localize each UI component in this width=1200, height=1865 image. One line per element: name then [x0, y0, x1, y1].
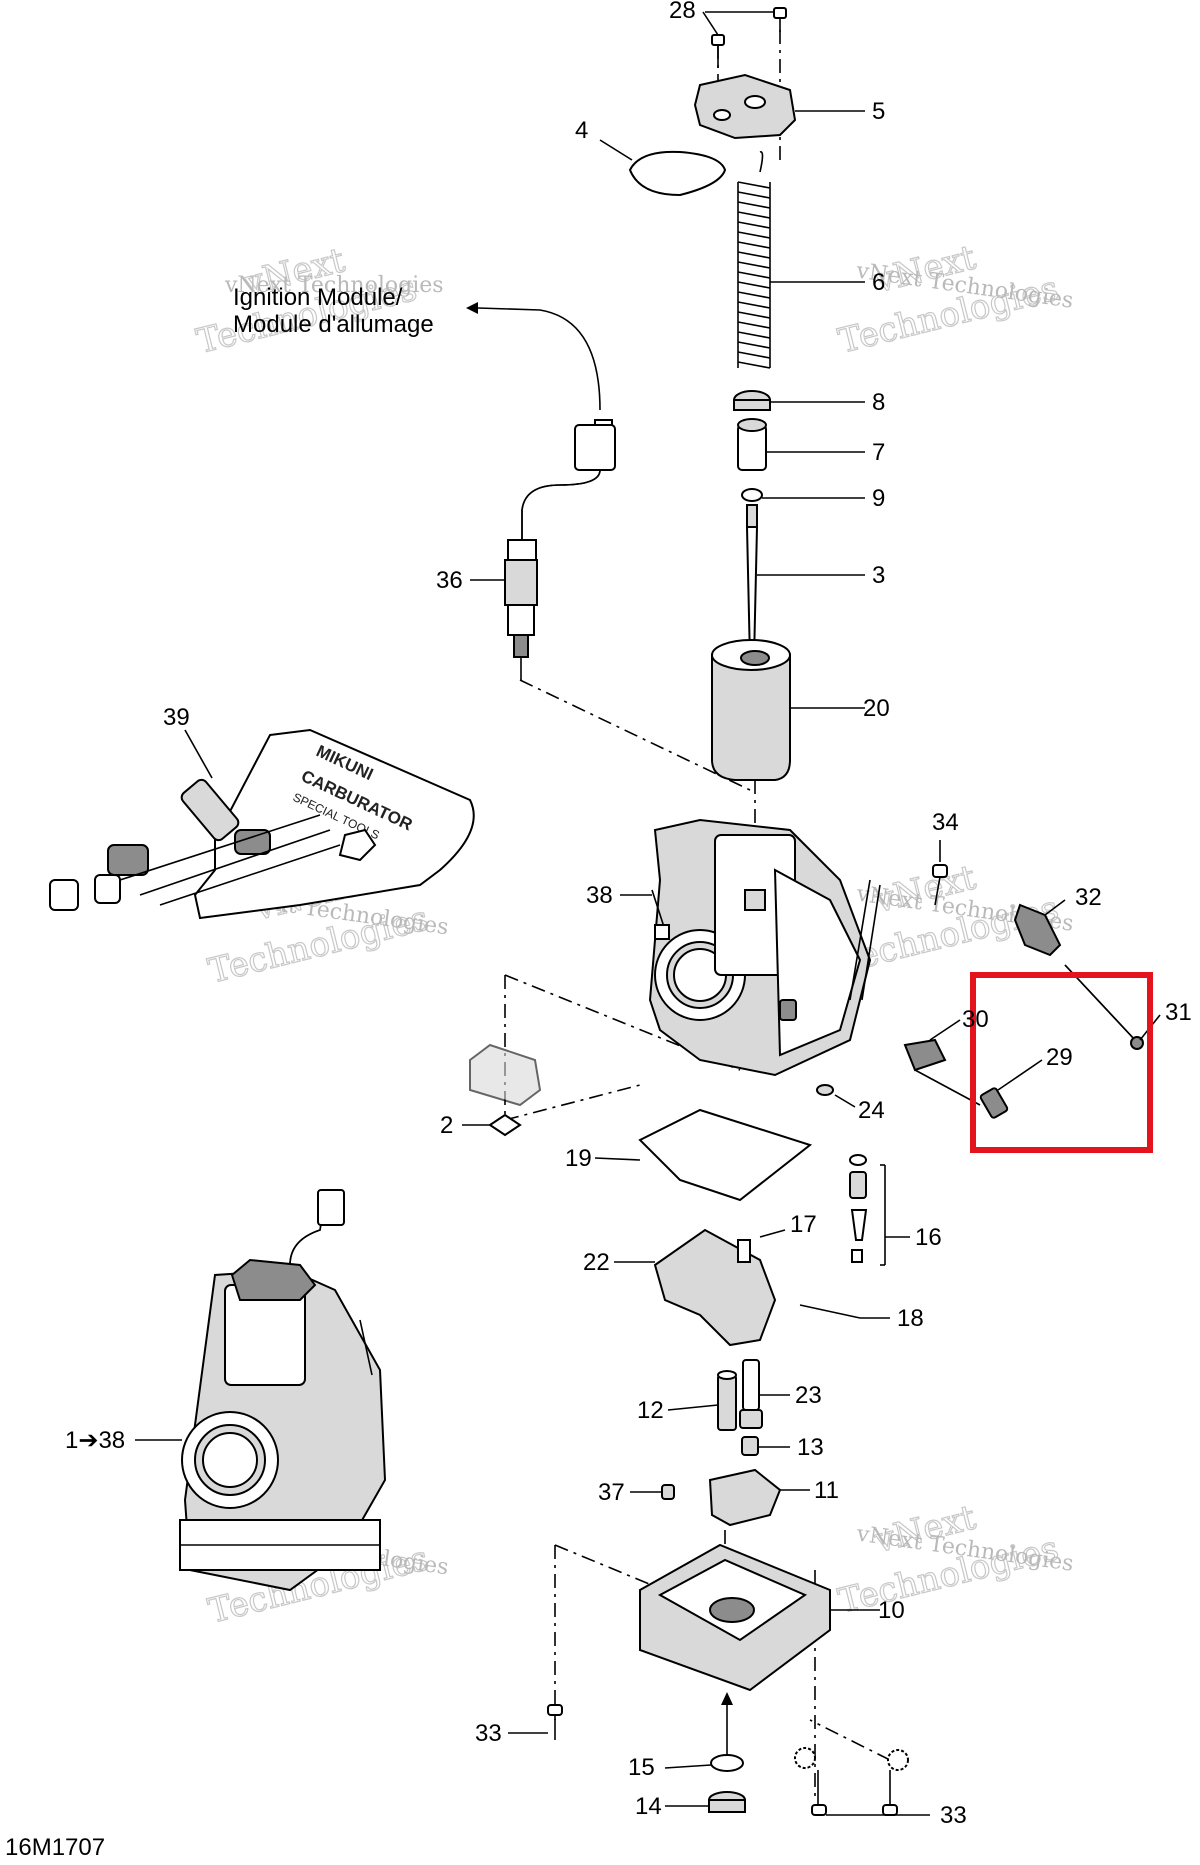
screw-34 [932, 864, 948, 906]
callout-12: 12 [637, 1397, 664, 1424]
jet-13 [741, 1436, 759, 1456]
float-bowl-10 [639, 1543, 831, 1692]
gasket-4 [628, 150, 727, 197]
callout-16: 16 [915, 1224, 942, 1251]
callout-33-left: 33 [475, 1720, 502, 1747]
callout-6: 6 [872, 269, 885, 296]
sensor-36 [504, 419, 616, 680]
retainer-8 [733, 390, 771, 411]
labels: Ignition Module/ Module d'allumage 16M17… [5, 0, 1192, 1861]
plug-14 [708, 1791, 746, 1813]
o-ring-15 [710, 1754, 744, 1772]
callout-5: 5 [872, 98, 885, 125]
screw-33-bottom-b [882, 1749, 909, 1816]
callout-38: 38 [586, 882, 613, 909]
callout-37: 37 [598, 1479, 625, 1506]
callout-2: 2 [440, 1112, 453, 1139]
parts: MIKUNI CARBURATOR SPECIAL TOOLS [49, 7, 1144, 1816]
callout-33-bottom: 33 [940, 1802, 967, 1829]
clip-9 [741, 488, 763, 502]
jet-23 [739, 1359, 763, 1429]
callout-28: 28 [669, 0, 696, 24]
callout-31: 31 [1165, 999, 1192, 1026]
carburetor-body [648, 818, 881, 1077]
spring-6 [737, 180, 771, 370]
callout-29: 29 [1046, 1044, 1073, 1071]
callout-10: 10 [878, 1597, 905, 1624]
screw-33-bottom-a [794, 1747, 827, 1816]
nut-24 [816, 1084, 834, 1096]
clip-2 [469, 1043, 542, 1137]
callout-8: 8 [872, 389, 885, 416]
tool-kit-39: MIKUNI CARBURATOR SPECIAL TOOLS [49, 728, 475, 920]
callout-18: 18 [897, 1305, 924, 1332]
highlight-box [970, 972, 1153, 1153]
callout-15: 15 [628, 1754, 655, 1781]
ignition-module-label-fr: Module d'allumage [233, 311, 434, 338]
pin-18 [799, 1304, 861, 1319]
callout-23: 23 [795, 1382, 822, 1409]
screw-33-left [547, 1704, 563, 1740]
ignition-arrow [477, 307, 601, 411]
callout-13: 13 [797, 1434, 824, 1461]
spring-30 [903, 1038, 981, 1106]
callout-32: 32 [1075, 884, 1102, 911]
needle-valve-16 [849, 1154, 886, 1266]
callout-14: 14 [635, 1793, 662, 1820]
screw-29 [979, 1087, 1009, 1119]
slide-20 [711, 639, 791, 781]
gasket-19 [638, 1108, 813, 1202]
ignition-module-label: Ignition Module/ [233, 284, 403, 311]
callout-39: 39 [163, 704, 190, 731]
cap-5 [693, 73, 797, 140]
plug-37 [661, 1484, 675, 1500]
baffle-11 [708, 1468, 782, 1527]
bowl-arrowhead [721, 1692, 733, 1705]
callout-11: 11 [814, 1477, 839, 1504]
float-22 [653, 1228, 777, 1347]
screw-28-left [711, 34, 725, 68]
callout-36: 36 [436, 567, 463, 594]
ignition-arrowhead [466, 302, 478, 314]
diagram-code: 16M1707 [5, 1834, 105, 1861]
callout-22: 22 [583, 1249, 610, 1276]
fitting-38 [651, 889, 670, 940]
screw-28-right [773, 7, 787, 32]
assembled-carburetor [179, 1189, 387, 1592]
callout-30: 30 [962, 1006, 989, 1033]
watermark-text: vNext Technologies [224, 273, 444, 298]
callout-24: 24 [858, 1097, 885, 1124]
needle-3 [745, 504, 759, 661]
holder-7 [737, 418, 767, 471]
gasket-arrow [759, 151, 764, 173]
jet-12 [717, 1370, 737, 1431]
callout-34: 34 [932, 809, 959, 836]
callout-17: 17 [790, 1211, 817, 1238]
callout-7: 7 [872, 439, 885, 466]
callout-9: 9 [872, 485, 885, 512]
callout-3: 3 [872, 562, 885, 589]
callout-19: 19 [565, 1145, 592, 1172]
callout-20: 20 [863, 695, 890, 722]
assembly-label: 1➔38 [65, 1427, 125, 1454]
callout-4: 4 [575, 117, 588, 144]
